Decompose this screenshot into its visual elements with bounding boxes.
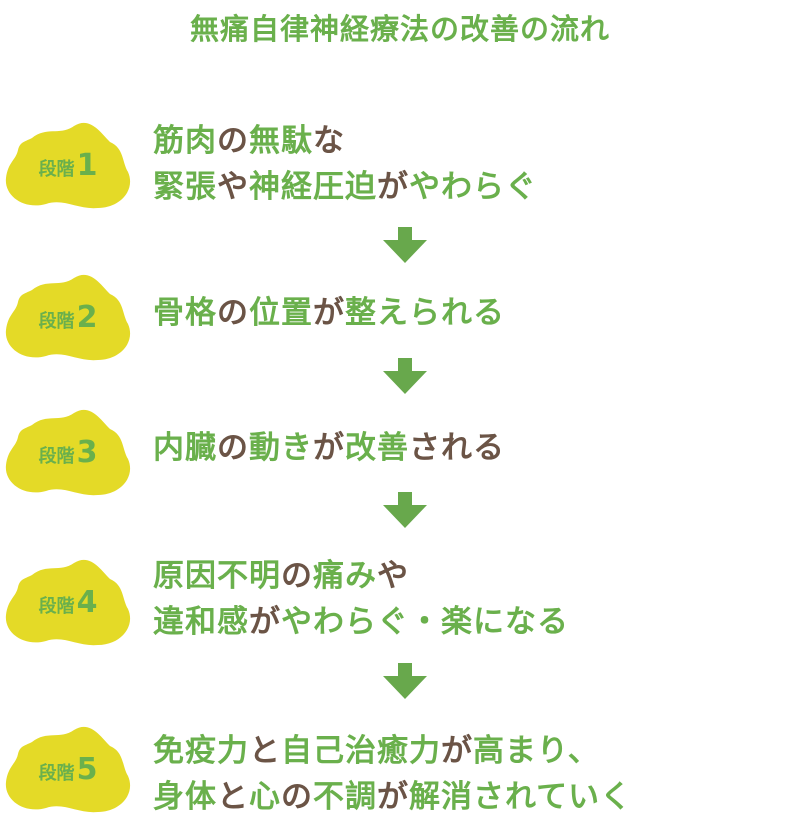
blob-shape — [5, 726, 131, 813]
highlight-text: 高まり、 — [473, 733, 600, 769]
blob-shape — [5, 274, 131, 361]
description-line: 内臓の動きが改善される — [153, 425, 505, 471]
blob-shape — [5, 409, 131, 496]
step-badge-label: 段階1 — [2, 148, 134, 183]
particle-text: される — [409, 430, 505, 466]
arrow-down-icon — [383, 663, 427, 699]
step-number: 1 — [76, 148, 98, 183]
arrow-down-icon — [383, 358, 427, 394]
step-badge: 段階3 — [2, 405, 134, 497]
highlight-text: 解消されていく — [409, 779, 633, 815]
step-word: 段階 — [38, 159, 75, 180]
highlight-text: 自己治癒力 — [281, 733, 441, 769]
step-word: 段階 — [38, 763, 75, 784]
arrow-down-icon — [383, 492, 427, 528]
particle-text: な — [313, 123, 345, 159]
step-description: 原因不明の痛みや違和感がやわらぐ・楽になる — [153, 553, 569, 645]
step-badge: 段階4 — [2, 555, 134, 647]
step-badge: 段階1 — [2, 118, 134, 210]
particle-text: や — [217, 169, 249, 205]
particle-text: の — [281, 779, 313, 815]
step-description: 骨格の位置が整えられる — [153, 290, 505, 336]
highlight-text: 無駄 — [249, 123, 313, 159]
description-line: 緊張や神経圧迫がやわらぐ — [153, 164, 537, 210]
step-number: 5 — [76, 752, 98, 787]
highlight-text: 心 — [249, 779, 281, 815]
highlight-text: 不調 — [313, 779, 377, 815]
description-line: 免疫力と自己治癒力が高まり、 — [153, 728, 632, 774]
step-badge: 段階5 — [2, 722, 134, 814]
particle-text: の — [217, 430, 249, 466]
highlight-text: やわらぐ — [409, 169, 537, 205]
highlight-text: 内臓 — [153, 430, 217, 466]
highlight-text: 原因不明 — [153, 558, 281, 594]
blob-shape — [5, 559, 131, 646]
step-badge-label: 段階4 — [2, 585, 134, 620]
step-number: 3 — [76, 435, 98, 470]
step-badge-label: 段階3 — [2, 435, 134, 470]
particle-text: が — [377, 169, 409, 205]
highlight-text: 痛み — [313, 558, 377, 594]
step-description: 筋肉の無駄な緊張や神経圧迫がやわらぐ — [153, 118, 537, 210]
highlight-text: 免疫力 — [153, 733, 249, 769]
description-line: 原因不明の痛みや — [153, 553, 569, 599]
highlight-text: 骨格 — [153, 295, 217, 331]
highlight-text: 緊張 — [153, 169, 217, 205]
particle-text: と — [249, 733, 281, 769]
particle-text: の — [217, 123, 249, 159]
step-badge-label: 段階5 — [2, 752, 134, 787]
highlight-text: 筋肉 — [153, 123, 217, 159]
arrow-down-icon — [383, 227, 427, 263]
page-title: 無痛自律神経療法の改善の流れ — [189, 12, 610, 46]
particle-text: が — [441, 733, 473, 769]
highlight-text: 動き — [249, 430, 313, 466]
highlight-text: 身体 — [153, 779, 217, 815]
step-word: 段階 — [38, 596, 75, 617]
highlight-text: 改善 — [345, 430, 409, 466]
step-number: 4 — [76, 585, 98, 620]
description-line: 違和感がやわらぐ・楽になる — [153, 599, 569, 645]
highlight-text: 位置 — [249, 295, 313, 331]
description-line: 筋肉の無駄な — [153, 118, 537, 164]
blob-shape — [5, 122, 131, 209]
particle-text: や — [377, 558, 409, 594]
description-line: 骨格の位置が整えられる — [153, 290, 505, 336]
highlight-text: 整えられる — [345, 295, 505, 331]
step-badge: 段階2 — [2, 270, 134, 362]
particle-text: と — [217, 779, 249, 815]
highlight-text: 神経圧迫 — [249, 169, 377, 205]
particle-text: が — [313, 430, 345, 466]
step-description: 免疫力と自己治癒力が高まり、身体と心の不調が解消されていく — [153, 728, 632, 820]
step-word: 段階 — [38, 446, 75, 467]
step-number: 2 — [76, 300, 98, 335]
highlight-text: やわらぐ・楽になる — [281, 604, 569, 640]
step-word: 段階 — [38, 311, 75, 332]
particle-text: が — [313, 295, 345, 331]
step-badge-label: 段階2 — [2, 300, 134, 335]
particle-text: が — [377, 779, 409, 815]
highlight-text: 違和感 — [153, 604, 249, 640]
step-description: 内臓の動きが改善される — [153, 425, 505, 471]
description-line: 身体と心の不調が解消されていく — [153, 774, 632, 820]
particle-text: の — [281, 558, 313, 594]
particle-text: の — [217, 295, 249, 331]
particle-text: が — [249, 604, 281, 640]
